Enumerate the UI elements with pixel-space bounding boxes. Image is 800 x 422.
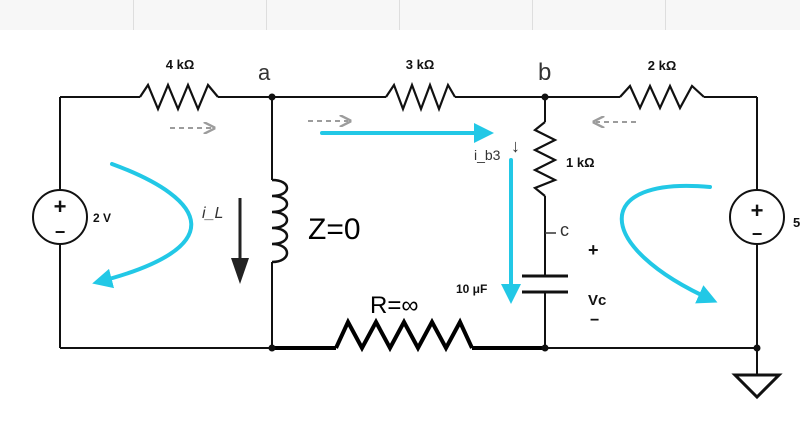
left-source-minus: − xyxy=(55,222,66,242)
resistor-1k-zigzag xyxy=(532,121,558,197)
handwritten-inductor-current: i_L xyxy=(202,205,223,222)
label-vc-minus: − xyxy=(590,312,599,329)
ground-icon xyxy=(731,373,783,400)
handwritten-node-b: b xyxy=(538,59,551,86)
dashed-reference-arrows xyxy=(170,121,636,128)
toolbar-cell xyxy=(399,0,533,30)
junction-bottom-a xyxy=(268,344,276,352)
label-z-equals-zero: Z=0 xyxy=(308,213,361,246)
handwritten-node-c: c xyxy=(560,220,569,240)
toolbar-cell xyxy=(532,0,666,30)
label-1k: 1 kΩ xyxy=(566,155,595,170)
cyan-loop-arrow-right xyxy=(619,183,718,304)
handwritten-current-arrow: ↓ xyxy=(511,136,520,156)
junction-node-a xyxy=(268,93,276,101)
capacitor-10uf xyxy=(522,274,568,294)
junction-node-b xyxy=(541,93,549,101)
right-source-minus: − xyxy=(752,224,763,244)
handwritten-current-ib3: i_b3 xyxy=(474,147,501,163)
label-3k: 3 kΩ xyxy=(406,57,435,72)
resistor-r-infinity-zigzag xyxy=(334,317,474,353)
wires xyxy=(59,96,758,375)
label-2k: 2 kΩ xyxy=(648,58,677,73)
handwritten-node-a: a xyxy=(258,60,271,85)
label-vc: Vc xyxy=(588,292,606,309)
toolbar-cell xyxy=(0,0,134,30)
toolbar-cell xyxy=(266,0,400,30)
resistor-2k-zigzag xyxy=(619,83,705,111)
right-source-plus: + xyxy=(751,198,764,223)
resistor-3k-zigzag xyxy=(385,81,456,113)
label-r-infinity: R=∞ xyxy=(370,292,418,319)
label-4k: 4 kΩ xyxy=(166,57,195,72)
voltage-source-right: + − xyxy=(729,189,785,245)
resistor-4k-zigzag xyxy=(139,82,219,112)
inductor-current-arrow xyxy=(231,198,249,284)
left-source-plus: + xyxy=(54,194,67,219)
inductor xyxy=(271,178,289,264)
junction-bottom-b xyxy=(541,344,549,352)
label-vc-plus: + xyxy=(588,240,599,260)
bottom-resistor-path xyxy=(272,317,545,353)
voltage-source-left: + − xyxy=(32,189,88,245)
cyan-loop-arrow-left xyxy=(92,162,194,289)
cyan-annotations xyxy=(92,123,718,304)
junction-dots xyxy=(268,93,761,352)
top-toolbar-strip xyxy=(0,0,800,30)
label-2v: 2 V xyxy=(93,211,111,225)
label-10uf: 10 μF xyxy=(456,282,487,296)
junction-bottom-right xyxy=(753,344,761,352)
toolbar-cell xyxy=(133,0,267,30)
label-right-source-partial: 5 xyxy=(793,215,800,230)
